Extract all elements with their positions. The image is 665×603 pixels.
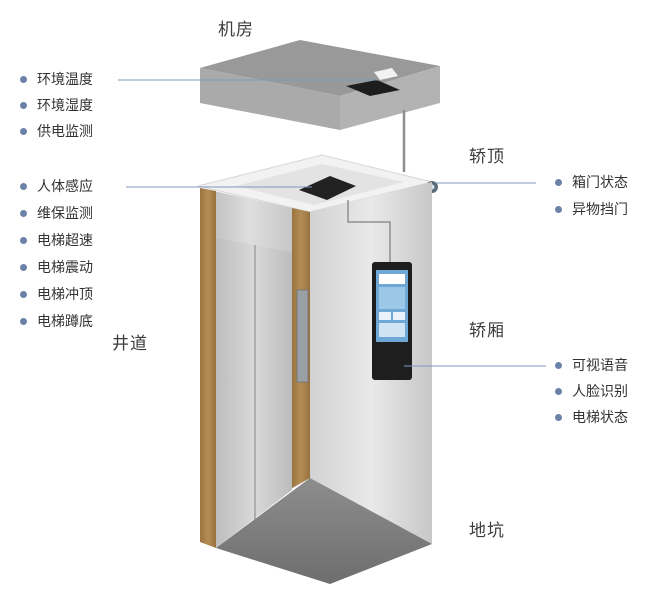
bullet-icon — [555, 388, 562, 395]
hoistway-item: 电梯蹲底 — [20, 312, 93, 332]
screen-tile-1 — [379, 312, 391, 320]
machine-room-item: 环境温度 — [20, 70, 93, 90]
car-item: 可视语音 — [555, 356, 628, 376]
screen-header — [379, 274, 405, 284]
bullet-icon — [555, 206, 562, 213]
car-top-item: 箱门状态 — [555, 173, 628, 193]
zone-car-top: 轿顶 — [469, 142, 505, 167]
hoistway-item: 电梯震动 — [20, 258, 93, 278]
bullet-icon — [555, 362, 562, 369]
bullet-icon — [555, 414, 562, 421]
bullet-icon — [20, 210, 27, 217]
bullet-icon — [20, 76, 27, 83]
hoistway-item: 维保监测 — [20, 204, 93, 224]
zone-car: 轿厢 — [469, 316, 505, 341]
control-panel — [297, 290, 308, 382]
bullet-icon — [20, 264, 27, 271]
wood-trim-left — [200, 188, 216, 548]
bullet-icon — [20, 128, 27, 135]
car-item: 人脸识别 — [555, 382, 628, 402]
bullet-icon — [20, 183, 27, 190]
zone-pit: 地坑 — [469, 516, 505, 541]
zone-hoistway: 井道 — [112, 329, 148, 354]
bullet-icon — [20, 291, 27, 298]
bullet-icon — [20, 237, 27, 244]
zone-machine-room: 机房 — [218, 15, 254, 40]
bullet-icon — [20, 102, 27, 109]
hoistway-item: 电梯超速 — [20, 231, 93, 251]
machine-room-item: 环境湿度 — [20, 96, 93, 116]
hoistway-item: 人体感应 — [20, 177, 93, 197]
car-item: 电梯状态 — [555, 408, 628, 428]
car-top-item: 异物挡门 — [555, 200, 628, 220]
bullet-icon — [555, 179, 562, 186]
machine-room-item: 供电监测 — [20, 122, 93, 142]
screen-panel — [379, 323, 405, 337]
screen-tile-2 — [393, 312, 405, 320]
visual-screen — [372, 262, 412, 380]
hoistway-item: 电梯冲顶 — [20, 285, 93, 305]
screen-image — [379, 287, 405, 309]
bullet-icon — [20, 318, 27, 325]
